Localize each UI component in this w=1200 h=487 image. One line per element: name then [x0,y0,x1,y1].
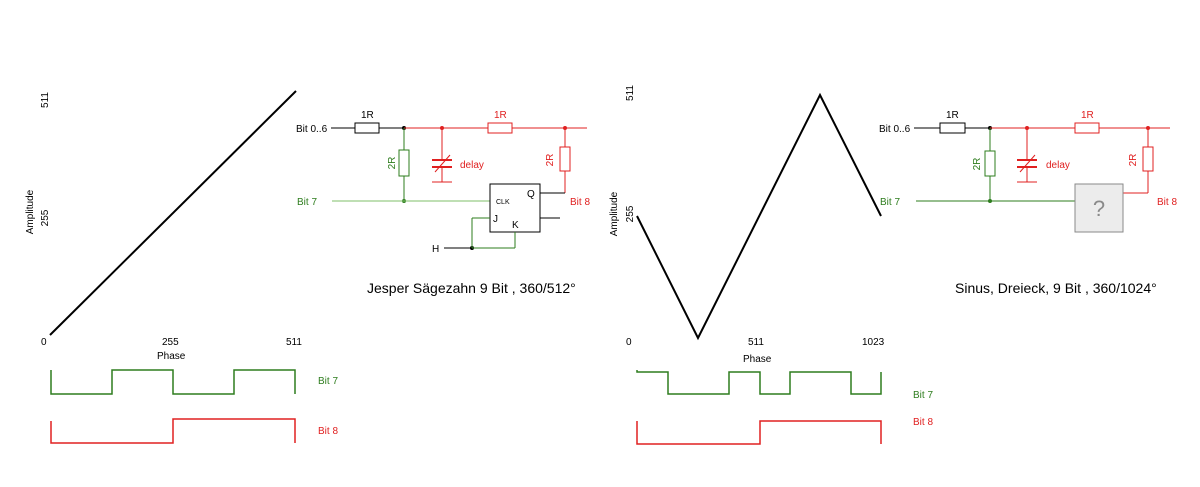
left-resistor-2r-red [559,146,571,172]
left-ytick-511: 511 [40,92,51,108]
right-circuit: Bit 0..6 1R 1R 2R delay [879,110,1177,233]
left-h-label: H [432,244,439,255]
right-bit8-wave [636,420,882,445]
left-bit7-wave [50,369,296,395]
left-r4-label: 2R [545,154,556,167]
right-ytick-0: 0 [626,337,632,348]
right-ytick-255: 255 [625,205,636,222]
left-delay-label: delay [460,160,484,171]
left-ff-k: K [512,220,519,231]
left-ytick-255: 255 [40,209,51,226]
left-jk-flipflop [489,183,541,233]
right-unknown-block [1074,183,1124,233]
right-r2-label: 2R [972,158,983,171]
right-bit8-wave-label: Bit 8 [913,417,933,428]
left-ytick-0: 0 [41,337,47,348]
right-caption: Sinus, Dreieck, 9 Bit , 360/1024° [955,280,1157,296]
right-r1-label: 1R [946,110,959,121]
right-xtick-1023: 1023 [862,337,885,348]
left-circuit: Bit 0..6 1R 1R 2R de [296,110,590,255]
left-caption: Jesper Sägezahn 9 Bit , 360/512° [367,280,576,296]
left-bit7-wave-label: Bit 7 [318,376,338,387]
left-bit8-wave [50,418,296,444]
right-resistor-1r-red [1074,122,1100,134]
left-xtick-511: 511 [286,337,302,348]
right-resistor-2r-green [984,150,996,177]
right-r4-label: 2R [1128,154,1139,167]
right-resistor-1r [939,122,966,134]
left-ff-clk: CLK [496,199,510,206]
left-bit8-wave-label: Bit 8 [318,426,338,437]
right-panel: 511 255 Amplitude 0 511 1023 Phase Bit 0… [609,85,1177,445]
right-resistor-2r-red [1142,146,1154,172]
triangle-wave [636,92,882,341]
left-resistor-1r-red [487,122,513,134]
left-panel: 511 255 Amplitude 0 255 511 Phase Bit 0.… [25,90,590,444]
right-bit7-wave-label: Bit 7 [913,390,933,401]
right-y-axis-label: Amplitude [609,191,620,236]
left-r2-label: 2R [387,157,398,170]
right-unknown-symbol: ? [1093,196,1105,221]
left-r3-label: 1R [494,110,507,121]
left-resistor-2r-green [398,149,410,177]
left-bit8-label: Bit 8 [570,197,590,208]
left-bit7-label: Bit 7 [297,197,317,208]
left-xtick-255: 255 [162,337,179,348]
left-ff-q: Q [527,189,535,200]
left-r1-label: 1R [361,110,374,121]
left-input-label: Bit 0..6 [296,124,328,135]
right-r3-label: 1R [1081,110,1094,121]
left-resistor-1r [354,122,380,134]
right-bit7-wave [636,370,882,395]
right-x-axis-label: Phase [743,354,772,365]
right-ytick-511: 511 [625,85,636,101]
right-delay-label: delay [1046,160,1070,171]
right-bit7-label: Bit 7 [880,197,900,208]
left-ff-j: J [493,214,498,225]
left-x-axis-label: Phase [157,351,186,362]
left-y-axis-label: Amplitude [25,189,36,234]
sawtooth-wave [49,90,297,336]
right-input-label: Bit 0..6 [879,124,911,135]
right-bit8-label: Bit 8 [1157,197,1177,208]
right-xtick-511: 511 [748,337,764,348]
